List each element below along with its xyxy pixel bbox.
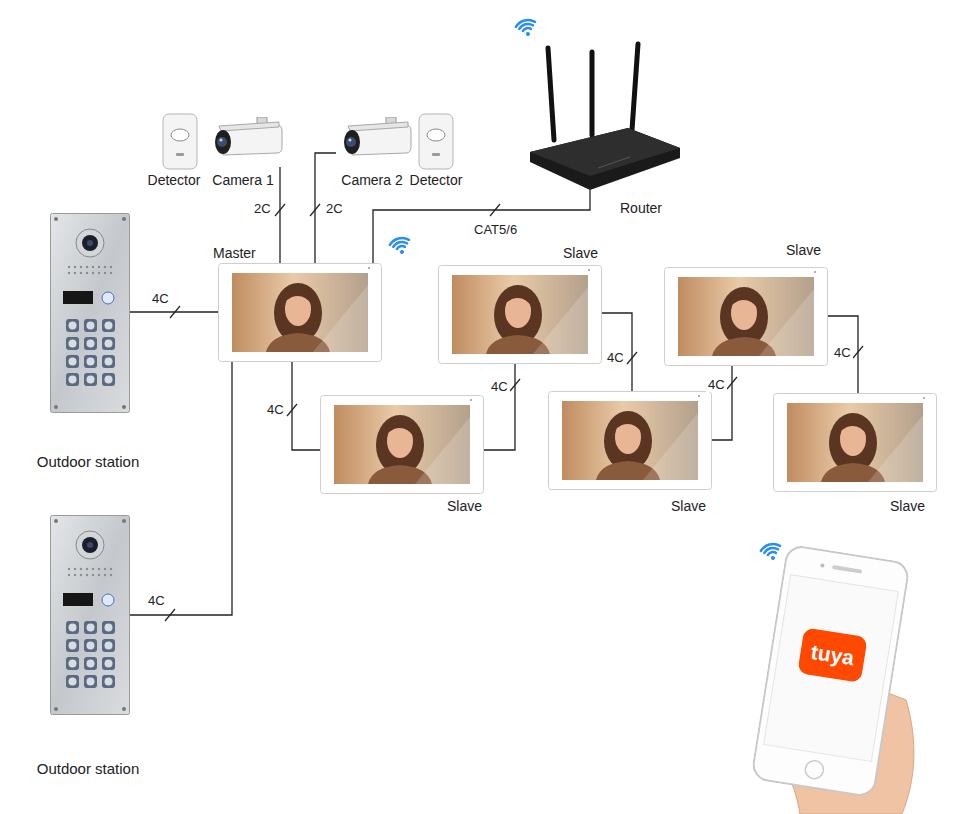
outdoor-station-art (50, 213, 130, 413)
monitor-art (664, 267, 828, 366)
wire-tick (853, 346, 863, 358)
detector-art (162, 113, 198, 170)
wifi-icon (515, 18, 538, 39)
monitor-art (548, 391, 712, 490)
wire-label: 4C (706, 377, 727, 392)
wire (279, 167, 280, 263)
wire-label: 4C (605, 350, 626, 365)
camera-art (207, 117, 283, 167)
wire-tick (287, 404, 297, 416)
wire-tick (727, 377, 737, 389)
device-label: Router (620, 200, 662, 216)
monitor-art (438, 265, 602, 364)
wire-tick (627, 352, 637, 364)
device-label: Slave (671, 498, 706, 514)
router-art (530, 40, 680, 190)
device-label: Slave (890, 498, 925, 514)
wire-tick (275, 204, 285, 216)
device-label: Detector (148, 172, 201, 188)
wifi-icon (760, 542, 783, 563)
monitor: Slave (320, 395, 484, 494)
monitor: Slave (438, 265, 602, 364)
wire (602, 313, 632, 391)
wire (292, 362, 320, 450)
detector: Detector (418, 113, 454, 170)
wire-tick (510, 379, 520, 391)
device-label: Master (213, 245, 256, 261)
wire-label: 4C (146, 593, 167, 608)
wire-tick (310, 204, 320, 216)
wifi-icon (389, 236, 412, 257)
wire-label: 4C (150, 291, 171, 306)
wire-label: 2C (324, 201, 345, 216)
wire-label: 2C (252, 201, 273, 216)
monitor-art (218, 263, 382, 362)
wire (828, 316, 858, 393)
wire-label: CAT5/6 (472, 222, 519, 237)
wire-tick (165, 609, 175, 621)
wire (373, 190, 590, 263)
monitor: Slave (548, 391, 712, 490)
wire-label: 4C (489, 379, 510, 394)
device-label: Camera 2 (341, 172, 402, 188)
monitor-art (773, 393, 937, 492)
camera: Camera 2 (336, 117, 412, 167)
monitor-art (320, 395, 484, 494)
monitor: Slave (773, 393, 937, 492)
device-label: Slave (447, 498, 482, 514)
device-label: Slave (786, 242, 821, 258)
camera: Camera 1 (207, 117, 283, 167)
outdoor-station-art (50, 515, 130, 715)
wire-label: 4C (265, 402, 286, 417)
wire (130, 362, 232, 615)
phone: tuya (750, 544, 911, 799)
wire-tick (490, 204, 500, 216)
camera-art (336, 117, 412, 167)
device-label: Outdoor station (37, 760, 140, 778)
wire (484, 364, 515, 450)
device-label: Outdoor station (37, 453, 140, 471)
outdoor-station: Outdoor station (50, 515, 130, 715)
device-label: Detector (410, 172, 463, 188)
outdoor-station: Outdoor station (50, 213, 130, 413)
device-label: Camera 1 (212, 172, 273, 188)
device-label: Slave (563, 245, 598, 261)
router: Router (530, 40, 680, 190)
wire-label: 4C (832, 345, 853, 360)
monitor: Slave (664, 267, 828, 366)
monitor: Master (218, 263, 382, 362)
detector: Detector (162, 113, 198, 170)
detector-art (418, 113, 454, 170)
app-logo: tuya (797, 627, 867, 682)
wire-tick (170, 306, 180, 318)
